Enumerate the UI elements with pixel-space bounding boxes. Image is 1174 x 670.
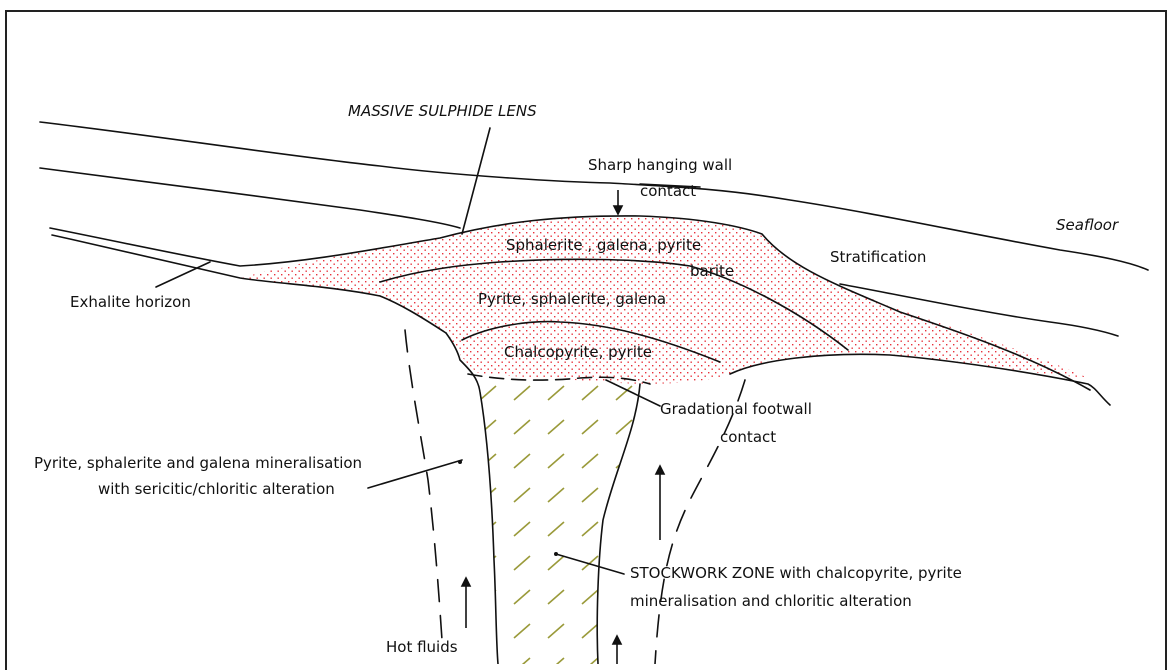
envelope-right-dashed (655, 380, 745, 664)
label-gradational-footwall: Gradational footwall (660, 400, 812, 418)
envelope-left-dashed (405, 330, 442, 640)
label-seafloor: Seafloor (1056, 216, 1119, 234)
label-mineralisation-2: with sericitic/chloritic alteration (98, 480, 335, 498)
leader-massive-lens (462, 128, 490, 234)
footwall-line-right (730, 354, 1110, 405)
label-stockwork-2: mineralisation and chloritic alteration (630, 592, 912, 610)
label-hanging-wall-contact: contact (640, 182, 696, 200)
label-stockwork-1: STOCKWORK ZONE with chalcopyrite, pyrite (630, 564, 962, 582)
label-pyr-sph-gal: Pyrite, sphalerite, galena (478, 290, 666, 308)
label-mineralisation-1: Pyrite, sphalerite and galena mineralisa… (34, 454, 362, 472)
label-sph-gal-pyr: Sphalerite , galena, pyrite (506, 236, 701, 254)
label-barite: barite (690, 262, 734, 280)
label-gradational-contact: contact (720, 428, 776, 446)
label-chalco-pyr: Chalcopyrite, pyrite (504, 343, 652, 361)
leader-mineralisation (368, 460, 462, 488)
stockwork-zone (478, 378, 640, 664)
label-hot-fluids: Hot fluids (386, 638, 458, 656)
strata-line-upper (40, 168, 460, 228)
label-exhalite-horizon: Exhalite horizon (70, 293, 191, 311)
leader-exhalite (156, 262, 210, 287)
label-sharp-hanging-wall: Sharp hanging wall (588, 156, 732, 174)
label-massive-sulphide-lens: MASSIVE SULPHIDE LENS (348, 102, 537, 120)
label-stratification: Stratification (830, 248, 926, 266)
